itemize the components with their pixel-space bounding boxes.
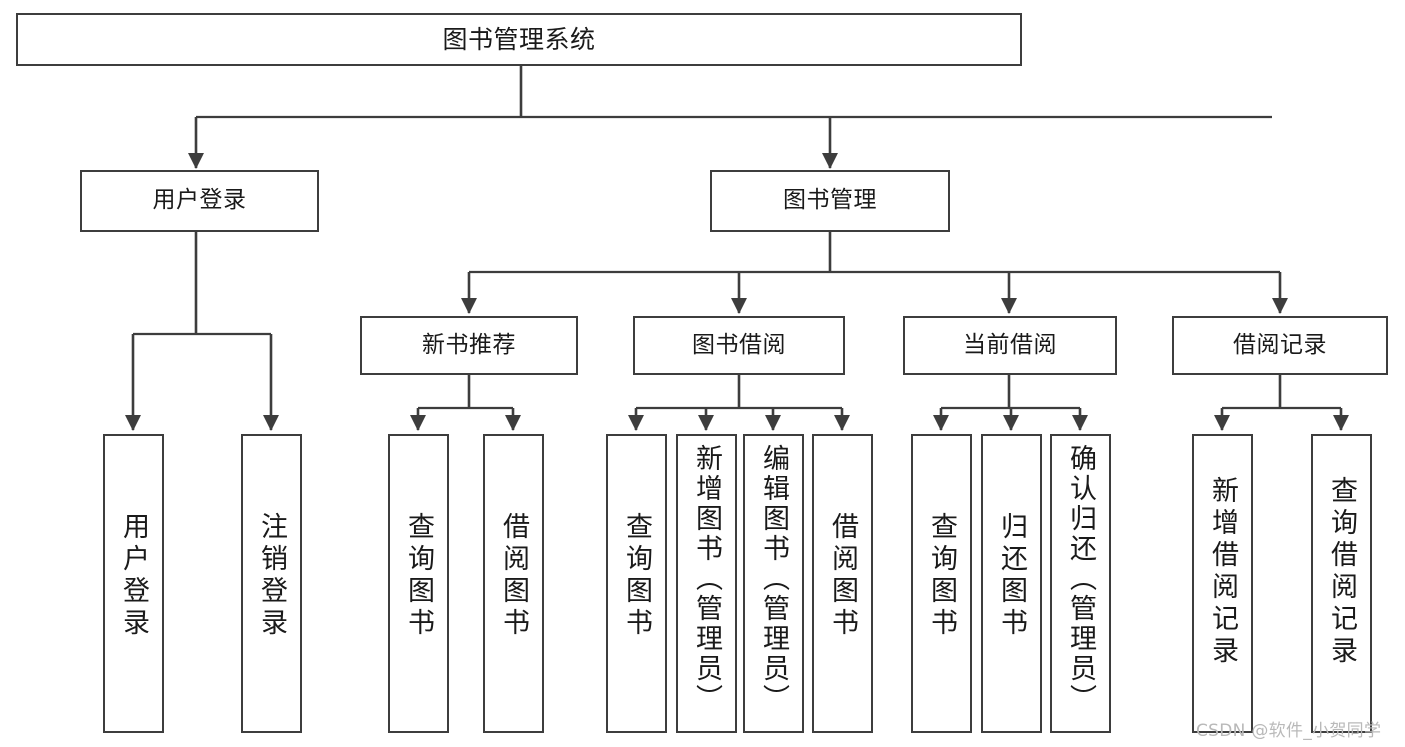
leaf-user-login-label: 用户登录 xyxy=(118,512,149,640)
leaf-query-book-2-label: 查询图书 xyxy=(621,512,652,640)
leaf-add-book[interactable]: 新增图书（管理员） xyxy=(676,434,737,733)
leaf-borrow-book-2[interactable]: 借阅图书 xyxy=(812,434,873,733)
node-borrow-record[interactable]: 借阅记录 xyxy=(1172,316,1388,375)
leaf-query-book-1-label: 查询图书 xyxy=(403,512,434,640)
node-root[interactable]: 图书管理系统 xyxy=(16,13,1022,66)
leaf-edit-book-label: 编辑图书（管理员） xyxy=(758,444,789,714)
leaf-add-record[interactable]: 新增借阅记录 xyxy=(1192,434,1253,733)
leaf-edit-book[interactable]: 编辑图书（管理员） xyxy=(743,434,804,733)
node-new-book-recommend[interactable]: 新书推荐 xyxy=(360,316,578,375)
node-user-login-label: 用户登录 xyxy=(152,187,247,214)
node-new-book-recommend-label: 新书推荐 xyxy=(422,331,516,358)
node-book-management[interactable]: 图书管理 xyxy=(710,170,950,232)
leaf-confirm-return[interactable]: 确认归还（管理员） xyxy=(1050,434,1111,733)
leaf-query-record-label: 查询借阅记录 xyxy=(1326,476,1357,668)
leaf-query-book-2[interactable]: 查询图书 xyxy=(606,434,667,733)
leaf-query-book-3-label: 查询图书 xyxy=(926,512,957,640)
leaf-add-book-label: 新增图书（管理员） xyxy=(691,444,722,714)
leaf-query-record[interactable]: 查询借阅记录 xyxy=(1311,434,1372,733)
node-book-borrow-label: 图书借阅 xyxy=(692,331,786,358)
leaf-logout[interactable]: 注销登录 xyxy=(241,434,302,733)
node-book-borrow[interactable]: 图书借阅 xyxy=(633,316,845,375)
leaf-borrow-book-1-label: 借阅图书 xyxy=(498,512,529,640)
leaf-borrow-book-1[interactable]: 借阅图书 xyxy=(483,434,544,733)
leaf-borrow-book-2-label: 借阅图书 xyxy=(827,512,858,640)
leaf-return-book-label: 归还图书 xyxy=(996,512,1027,640)
node-current-borrow[interactable]: 当前借阅 xyxy=(903,316,1117,375)
leaf-add-record-label: 新增借阅记录 xyxy=(1207,476,1238,668)
leaf-confirm-return-label: 确认归还（管理员） xyxy=(1065,444,1096,714)
leaf-query-book-1[interactable]: 查询图书 xyxy=(388,434,449,733)
leaf-user-login[interactable]: 用户登录 xyxy=(103,434,164,733)
leaf-return-book[interactable]: 归还图书 xyxy=(981,434,1042,733)
node-borrow-record-label: 借阅记录 xyxy=(1233,331,1327,358)
leaf-logout-label: 注销登录 xyxy=(256,512,287,640)
node-root-label: 图书管理系统 xyxy=(442,24,596,54)
node-user-login[interactable]: 用户登录 xyxy=(80,170,319,232)
node-current-borrow-label: 当前借阅 xyxy=(963,331,1057,358)
csdn-watermark: CSDN @软件_小贺同学 xyxy=(1196,721,1382,741)
leaf-query-book-3[interactable]: 查询图书 xyxy=(911,434,972,733)
node-book-management-label: 图书管理 xyxy=(783,187,877,214)
